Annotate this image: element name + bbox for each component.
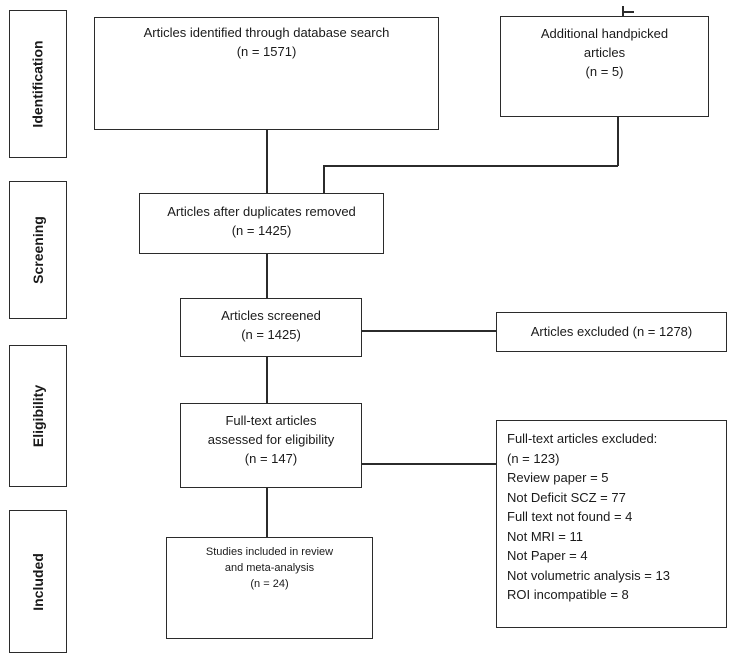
excluded-item: (n = 123) — [507, 450, 560, 466]
connector-database-down — [266, 130, 268, 194]
excluded-item: Not volumetric analysis = 13 — [507, 567, 670, 583]
box-count: (n = 1425) — [231, 223, 292, 238]
stage-label: Included — [30, 552, 46, 611]
stage-identification: Identification — [9, 10, 67, 158]
box-text: Articles after duplicates removed — [167, 204, 356, 219]
box-handpicked: Additional handpicked articles (n = 5) — [500, 16, 709, 117]
box-text: and meta-analysis — [224, 562, 315, 574]
box-articles-screened: Articles screened (n = 1425) — [180, 298, 362, 357]
box-studies-included: Studies included in review and meta-anal… — [166, 537, 373, 639]
stage-label: Eligibility — [30, 384, 47, 448]
box-articles-excluded: Articles excluded (n = 1278) — [496, 312, 727, 352]
excluded-item: ROI incompatible = 8 — [507, 587, 629, 602]
stage-label: Identification — [30, 40, 46, 128]
box-text: Additional handpicked — [540, 26, 669, 41]
connector-handpicked-horizontal — [323, 165, 618, 167]
box-database-search: Articles identified through database sea… — [94, 17, 439, 130]
connector-screened-down — [266, 356, 268, 404]
box-text: Articles excluded (n = 1278) — [530, 324, 693, 339]
box-text: assessed for eligibility — [207, 432, 335, 447]
stage-included: Included — [9, 510, 67, 653]
box-count: (n = 5) — [585, 64, 624, 79]
excluded-title: Full-text articles excluded: — [507, 431, 658, 446]
connector-fulltext-down — [266, 487, 268, 538]
box-text: Articles screened — [221, 308, 321, 323]
box-count: (n = 1571) — [236, 44, 297, 59]
connector-screened-excluded — [361, 330, 497, 332]
excluded-item: Not Deficit SCZ = 77 — [507, 489, 626, 505]
stage-screening: Screening — [9, 181, 67, 319]
connector-handpicked-down — [617, 116, 619, 166]
connector-handpicked-join — [323, 165, 325, 194]
excluded-item: Full text not found = 4 — [507, 509, 633, 524]
excluded-item: Not MRI = 11 — [507, 528, 583, 544]
box-fulltext-excluded: Full-text articles excluded: (n = 123) R… — [496, 420, 727, 628]
box-count: (n = 147) — [244, 451, 298, 466]
stage-eligibility: Eligibility — [9, 345, 67, 487]
connector-fulltext-excluded — [361, 463, 496, 465]
excluded-item: Not Paper = 4 — [507, 548, 588, 563]
connector-duplicates-down — [266, 253, 268, 299]
box-text: Full-text articles — [225, 413, 317, 428]
box-count: (n = 1425) — [241, 327, 301, 342]
excluded-item: Review paper = 5 — [507, 470, 609, 485]
box-text: articles — [583, 45, 626, 60]
box-fulltext-assessed: Full-text articles assessed for eligibil… — [180, 403, 362, 488]
box-duplicates-removed: Articles after duplicates removed (n = 1… — [139, 193, 384, 254]
box-text: Articles identified through database sea… — [143, 25, 390, 40]
box-count: (n = 24) — [250, 578, 289, 590]
box-text: Studies included in review — [205, 546, 334, 558]
crop-mark-right — [622, 11, 634, 13]
stage-label: Screening — [30, 216, 47, 284]
